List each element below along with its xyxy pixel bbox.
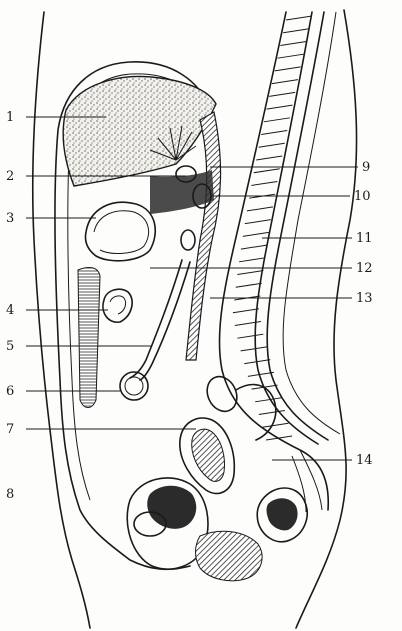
label-12: 12 (356, 261, 373, 276)
organ-8-dark (147, 486, 196, 529)
liver (63, 76, 216, 186)
rectum-lower-dark (267, 498, 298, 530)
vertebra-division (283, 29, 309, 33)
sacrum (292, 450, 322, 512)
label-8: 8 (6, 487, 14, 502)
vertebra-division (251, 181, 277, 185)
label-2: 2 (6, 169, 14, 184)
label-5: 5 (6, 339, 14, 354)
label-3: 3 (6, 211, 14, 226)
intestine-loop-6-inner (125, 377, 143, 395)
label-10: 10 (354, 189, 371, 204)
vertebra-division (259, 143, 285, 147)
vertebra-division (256, 156, 282, 160)
vertebra-division (247, 207, 273, 211)
label-4: 4 (6, 303, 14, 318)
vertebra-division (237, 271, 263, 275)
vertebra-division (239, 258, 265, 262)
label-14: 14 (356, 453, 373, 468)
label-9: 9 (362, 160, 370, 175)
label-1: 1 (6, 110, 14, 125)
vertebra-division (280, 41, 306, 45)
body-back-outline (296, 10, 357, 628)
vertebra-division (264, 118, 290, 122)
vertebra-division (286, 16, 312, 20)
vertebra-division (267, 105, 293, 109)
pelvic-floor-dark (196, 531, 263, 580)
vertebra-division (241, 347, 267, 351)
vertebra-division (248, 372, 274, 376)
rectum-fold (236, 385, 276, 440)
vertebra-division (245, 220, 271, 224)
vertebra-division (275, 67, 301, 71)
label-6: 6 (6, 384, 14, 399)
vertebra-division (236, 283, 262, 287)
anterior-hatched-strip (78, 268, 100, 408)
vertebra-division (278, 54, 304, 58)
colon-14-loop (202, 372, 243, 416)
vertebra-division (261, 131, 287, 135)
vertebra-division (272, 80, 298, 84)
mesentery-cord-2 (140, 262, 190, 380)
spine-anterior-line (219, 12, 328, 510)
colon-loop-4-inner (110, 296, 126, 314)
vertebra-division (241, 245, 267, 249)
vertebra-division (233, 309, 259, 313)
vertebra-division (269, 92, 295, 96)
stomach-inner (94, 211, 149, 254)
label-13: 13 (356, 291, 373, 306)
vessel-small (181, 230, 195, 250)
vertebra-division (262, 423, 288, 427)
mesentery-cord (130, 260, 182, 378)
vertebra-division (235, 321, 261, 325)
vertebra-division (243, 232, 269, 236)
spine-canal-front (255, 12, 318, 444)
colon-loop-4 (103, 289, 132, 322)
label-11: 11 (356, 231, 373, 246)
spine-canal-back (267, 12, 328, 440)
vertebra-division (237, 334, 263, 338)
label-7: 7 (6, 422, 14, 437)
vertebra-division (254, 169, 280, 173)
vertebra-division (255, 398, 281, 402)
organ-7-lining (192, 429, 225, 481)
